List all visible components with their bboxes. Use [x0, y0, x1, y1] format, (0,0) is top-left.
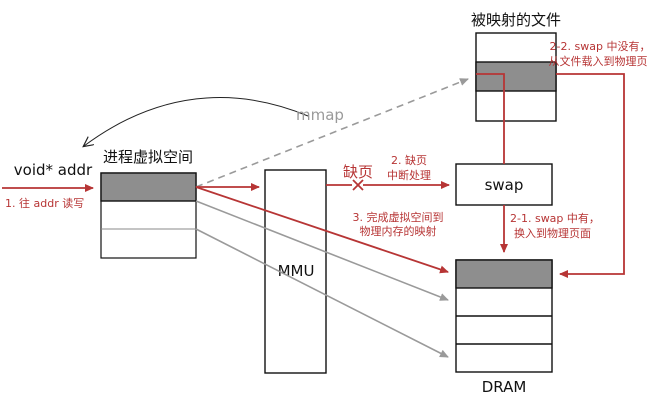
- step21-label-line1: 2-1. swap 中有，: [510, 211, 600, 225]
- mmap-label: mmap: [296, 106, 344, 124]
- step2-label-line2: 中断处理: [387, 168, 431, 182]
- step3-label-line1: 3. 完成虚拟空间到: [353, 210, 444, 224]
- mapped-file-title: 被映射的文件: [471, 11, 561, 29]
- swap-to-file-line: [476, 73, 505, 164]
- step2-label-line1: 2. 缺页: [391, 153, 427, 167]
- virtual-space-box: [100, 172, 197, 259]
- vspace-title: 进程虚拟空间: [103, 148, 193, 166]
- step22-label-line1: 2-2. swap 中没有，: [550, 39, 651, 53]
- mapped-file-box: [475, 32, 557, 122]
- mapped-file-block: [475, 61, 557, 92]
- page-fault-label: 缺页: [343, 163, 373, 181]
- swap-label: swap: [485, 176, 524, 194]
- virtual-page-block: [100, 172, 197, 202]
- step21-label-line2: 换入到物理页面: [514, 226, 591, 240]
- dram-box: [455, 259, 553, 373]
- page-fault-x-icon: [352, 179, 364, 191]
- step1-label: 1. 往 addr 读写: [5, 196, 84, 210]
- dram-block: [455, 259, 553, 289]
- dram-label: DRAM: [482, 378, 527, 396]
- mmu-box: [264, 169, 327, 374]
- step3-arrow: [195, 186, 449, 274]
- gray-map-arrow-1: [195, 200, 449, 301]
- swap-box: [455, 163, 553, 206]
- void-addr-label: void* addr: [14, 161, 93, 179]
- file-to-dram-arrow: [556, 73, 625, 278]
- mmap-dashed-arrow: [195, 78, 469, 188]
- step3-label-line2: 物理内存的映射: [360, 224, 437, 238]
- gray-map-arrow-2: [195, 228, 449, 358]
- step22-label-line2: 从文件载入到物理页: [549, 54, 648, 68]
- mmu-label: MMU: [278, 262, 315, 280]
- mmap-curve-arrow: [84, 97, 309, 146]
